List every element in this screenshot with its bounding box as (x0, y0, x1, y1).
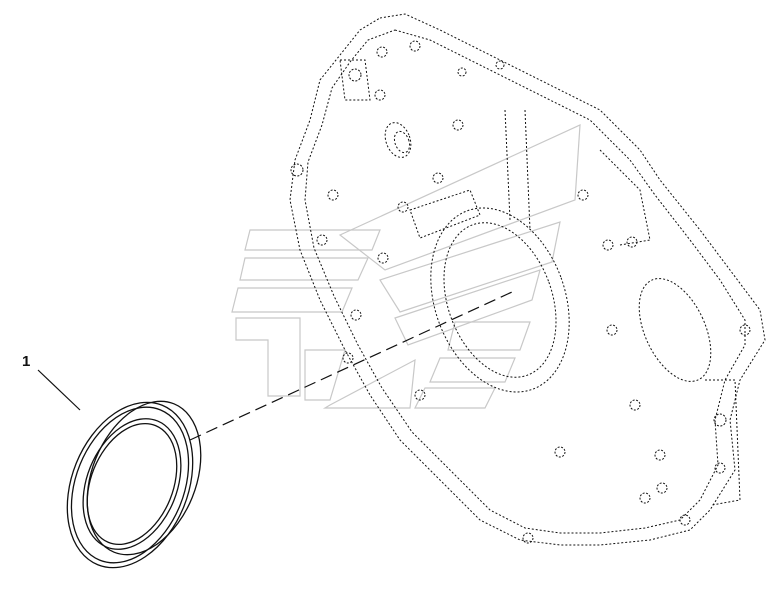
assembly-center-line (189, 291, 513, 441)
housing-bolt-holes (290, 40, 751, 544)
callout-label-1: 1 (22, 353, 30, 370)
oil-seal (66, 400, 202, 569)
watermark-logo (231, 124, 581, 409)
flywheel-housing (289, 13, 766, 546)
callout-leader-line (37, 369, 81, 411)
